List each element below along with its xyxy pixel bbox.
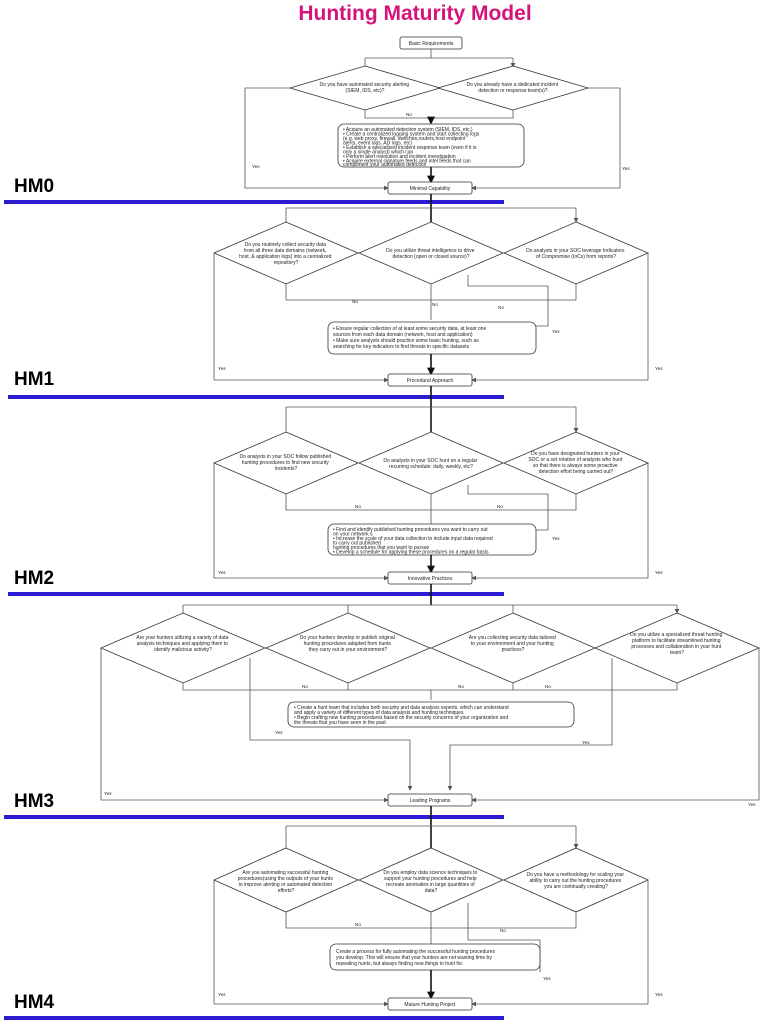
edge-label-yes: Yes — [218, 570, 226, 575]
question-text: Do you have automated security alerting … — [320, 82, 411, 94]
end-box — [387, 571, 473, 585]
question-text: Are you collecting security data tailore… — [469, 635, 557, 653]
level-divider — [4, 1016, 504, 1020]
action-box — [327, 321, 537, 355]
question-text: Do your hunters develop or publish origi… — [300, 635, 396, 653]
action-text: • Find and identify published hunting pr… — [333, 527, 494, 556]
edge-label-yes: Yes — [655, 992, 663, 997]
level-label: HM4 — [14, 992, 55, 1013]
level-divider — [4, 815, 504, 819]
edge-label-yes: Yes — [275, 730, 283, 735]
edge-label-no: No — [432, 302, 438, 307]
level-label: HM3 — [14, 791, 54, 812]
level-hm3: Are your hunters utilizing a variety of … — [4, 584, 761, 819]
edge-label-yes: Yes — [655, 570, 663, 575]
edge-label-no: No — [302, 684, 308, 689]
edge-label-yes: Yes — [104, 791, 112, 796]
page-title: Hunting Maturity Model — [298, 2, 531, 25]
edge-label-yes: Yes — [543, 976, 551, 981]
level-hm4: Are you automating successful hunting pr… — [4, 806, 663, 1020]
edge-label-yes: Yes — [218, 366, 226, 371]
level-hm2: Do analysts in your SOC follow published… — [8, 386, 663, 596]
level-divider — [8, 592, 504, 596]
question-text: Do you utilize a specialized threat hunt… — [630, 632, 724, 656]
end-box-label: Minimal Capability — [410, 186, 451, 192]
action-box — [287, 701, 575, 728]
question-text: Do you already have a dedicated incident… — [466, 82, 559, 94]
level-hm1: Do you routinely collect security data f… — [8, 194, 663, 399]
end-box — [387, 793, 473, 807]
edge-label-no: No — [500, 928, 506, 933]
edge-label-no: No — [352, 299, 358, 304]
question-text: Do you employ data science techniques to… — [383, 870, 478, 894]
action-text: • Create a hunt team that includes both … — [294, 705, 510, 726]
question-text: Are you automating successful hunting pr… — [238, 870, 334, 894]
edge-label-yes: Yes — [252, 164, 260, 169]
end-box-label: Leading Programs — [410, 798, 451, 804]
edge-label-yes: Yes — [748, 802, 756, 807]
end-box — [387, 997, 473, 1011]
level-label: HM2 — [14, 568, 54, 589]
edge-label-yes: Yes — [622, 166, 630, 171]
end-box-label: Procedural Approach — [407, 378, 454, 384]
action-box — [329, 943, 541, 971]
question-text: Are your hunters utilizing a variety of … — [136, 635, 229, 653]
question-text: Do you have a methodology for scaling yo… — [527, 872, 626, 890]
question-text: Do you utilize threat intelligence to dr… — [386, 248, 476, 260]
edge-label-no: No — [355, 504, 361, 509]
edge-label-no: No — [545, 684, 551, 689]
end-box-label: Mature Hunting Project — [404, 1002, 456, 1008]
action-text: • Acquire an automated detection system … — [343, 127, 481, 168]
end-box-label: Innovative Practices — [408, 576, 453, 582]
edge-label-no: No — [458, 684, 464, 689]
level-divider — [4, 200, 504, 204]
edge-label-no: No — [498, 305, 504, 310]
level-label: HM1 — [14, 369, 55, 390]
question-text: Do analysts in your SOC follow published… — [239, 454, 332, 472]
level-hm0: Basic Requirements Do you have automated… — [4, 36, 630, 204]
action-box — [327, 523, 537, 556]
level-label: HM0 — [14, 176, 54, 197]
edge-label-yes: Yes — [218, 992, 226, 997]
action-text: Create a process for fully automating th… — [336, 949, 496, 967]
end-box — [387, 181, 473, 195]
question-text: Do you have designated hunters in your S… — [528, 451, 623, 475]
start-box-label: Basic Requirements — [409, 41, 454, 47]
end-box — [387, 373, 473, 387]
edge-label-yes: Yes — [552, 536, 560, 541]
action-text: • Ensure regular collection of at least … — [333, 326, 488, 350]
edge-label-no: No — [355, 922, 361, 927]
edge-label-yes: Yes — [582, 740, 590, 745]
question-text: Do you routinely collect security data f… — [239, 242, 333, 266]
question-text: Do analysts in your SOC leverage Indicat… — [526, 248, 626, 260]
question-text: Do analysts in your SOC hunt on a regula… — [383, 458, 478, 470]
edge-label-no: No — [497, 504, 503, 509]
edge-label-yes: Yes — [655, 366, 663, 371]
level-divider — [8, 395, 504, 399]
edge-label-yes: Yes — [552, 329, 560, 334]
edge-label-no: No — [406, 112, 412, 117]
